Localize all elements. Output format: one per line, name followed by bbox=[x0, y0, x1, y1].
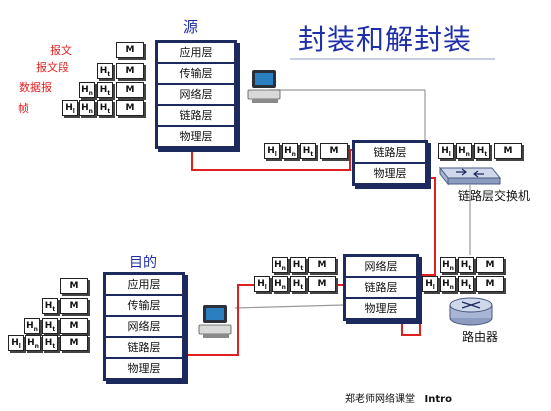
cell-ht: Ht bbox=[290, 276, 306, 292]
pdu-label-message: 报文 bbox=[50, 44, 72, 57]
cell-hn: Hn bbox=[456, 143, 472, 159]
pdu-label-segment: 报文段 bbox=[36, 61, 69, 74]
cell-ht: Ht bbox=[290, 257, 306, 273]
cable-dest-router bbox=[234, 304, 344, 309]
cell-hn: Hn bbox=[272, 276, 288, 292]
cell-m: M bbox=[308, 276, 336, 292]
cell-m: M bbox=[60, 318, 88, 334]
cell-m: M bbox=[116, 82, 144, 98]
cell-hl: Hl bbox=[62, 100, 78, 116]
layer-physical: 物理层 bbox=[157, 126, 235, 147]
layer-link: 链路层 bbox=[345, 277, 417, 298]
cell-hl: Hl bbox=[254, 276, 270, 292]
layer-physical: 物理层 bbox=[105, 358, 183, 379]
cell-m: M bbox=[476, 257, 504, 273]
cell-ht: Ht bbox=[97, 82, 113, 98]
cell-hn: Hn bbox=[272, 257, 288, 273]
layer-link: 链路层 bbox=[157, 105, 235, 126]
cell-ht: Ht bbox=[474, 143, 490, 159]
source-label: 源 bbox=[183, 18, 199, 36]
cell-m: M bbox=[116, 42, 144, 58]
data-flow-path bbox=[107, 45, 436, 356]
layer-physical: 物理层 bbox=[354, 163, 426, 184]
cell-m: M bbox=[116, 63, 144, 79]
layer-network: 网络层 bbox=[345, 256, 417, 277]
dest-label: 目的 bbox=[129, 255, 157, 271]
cell-ht: Ht bbox=[97, 63, 113, 79]
cell-ht: Ht bbox=[458, 257, 474, 273]
layer-physical: 物理层 bbox=[345, 298, 417, 319]
switch-caption: 链路层交换机 bbox=[458, 189, 531, 203]
layer-application: 应用层 bbox=[157, 42, 235, 63]
layer-transport: 传输层 bbox=[105, 295, 183, 316]
cell-hn: Hn bbox=[440, 276, 456, 292]
layer-network: 网络层 bbox=[157, 84, 235, 105]
page-title: 封装和解封装 bbox=[298, 23, 473, 56]
cell-ht: Ht bbox=[97, 100, 113, 116]
cell-ht: Ht bbox=[42, 298, 58, 314]
layer-link: 链路层 bbox=[354, 142, 426, 163]
cell-hl: Hl bbox=[8, 335, 24, 351]
layer-application: 应用层 bbox=[105, 274, 183, 295]
cell-ht: Ht bbox=[42, 318, 58, 334]
router-protocol-stack: 网络层 链路层 物理层 bbox=[343, 254, 419, 321]
cell-ht: Ht bbox=[300, 143, 316, 159]
footer-text: 郑老师网络课堂 bbox=[345, 394, 415, 405]
title-underline bbox=[290, 58, 495, 60]
cell-m: M bbox=[60, 278, 88, 294]
cell-m: M bbox=[476, 276, 504, 292]
cell-hn: Hn bbox=[440, 257, 456, 273]
cell-hn: Hn bbox=[79, 82, 95, 98]
footer: 郑老师网络课堂 Intro bbox=[345, 390, 452, 405]
dest-protocol-stack: 应用层 传输层 网络层 链路层 物理层 bbox=[103, 272, 185, 381]
cell-hl: Hl bbox=[264, 143, 280, 159]
layer-network: 网络层 bbox=[105, 316, 183, 337]
source-protocol-stack: 应用层 传输层 网络层 链路层 物理层 bbox=[155, 40, 237, 149]
cell-m: M bbox=[308, 257, 336, 273]
cell-hl: Hl bbox=[422, 276, 438, 292]
cell-m: M bbox=[60, 335, 88, 351]
pdu-label-frame: 帧 bbox=[18, 102, 29, 115]
cell-hl: Hl bbox=[438, 143, 454, 159]
cell-m: M bbox=[494, 143, 522, 159]
footer-intro: Intro bbox=[424, 394, 452, 405]
cell-ht: Ht bbox=[42, 335, 58, 351]
cell-ht: Ht bbox=[458, 276, 474, 292]
cell-m: M bbox=[320, 143, 348, 159]
layer-transport: 传输层 bbox=[157, 63, 235, 84]
layer-link: 链路层 bbox=[105, 337, 183, 358]
cell-hn: Hn bbox=[282, 143, 298, 159]
router-caption: 路由器 bbox=[462, 330, 499, 344]
cell-m: M bbox=[60, 298, 88, 314]
cell-hn: Hn bbox=[25, 335, 41, 351]
switch-protocol-stack: 链路层 物理层 bbox=[352, 140, 428, 186]
cell-hn: Hn bbox=[24, 318, 40, 334]
cell-m: M bbox=[116, 100, 144, 116]
pdu-label-datagram: 数据报 bbox=[19, 81, 52, 94]
cell-hn: Hn bbox=[79, 100, 95, 116]
